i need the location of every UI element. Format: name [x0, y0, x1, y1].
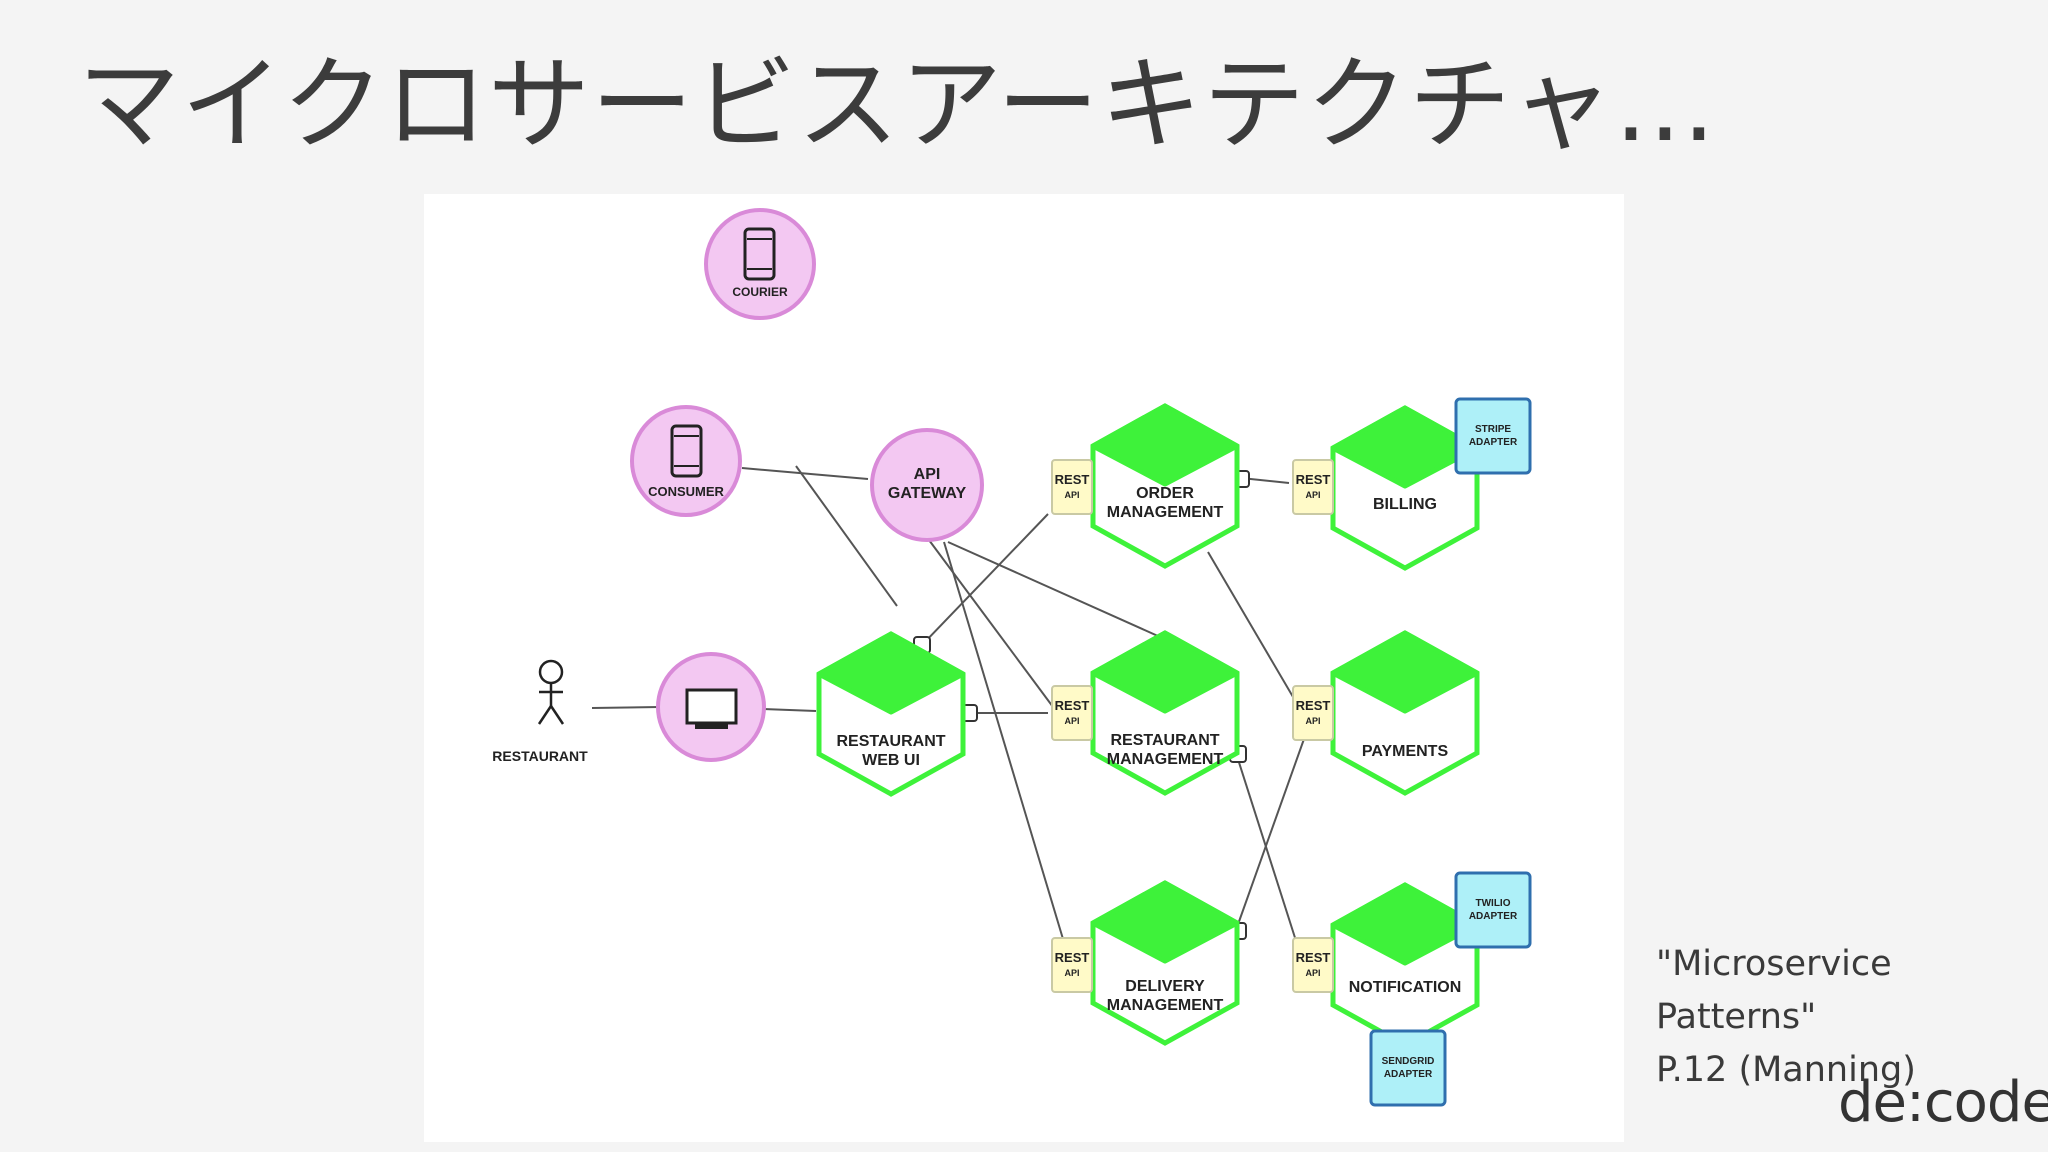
- restaurant-management-service: RESTAURANT MANAGEMENT: [1093, 633, 1237, 793]
- notification-service: NOTIFICATION: [1333, 885, 1477, 1045]
- svg-text:REST: REST: [1055, 950, 1090, 965]
- api-gateway-node: API GATEWAY: [870, 428, 984, 542]
- notification-label: NOTIFICATION: [1349, 979, 1462, 996]
- mobile-phone-icon: [743, 227, 776, 281]
- sendgrid-adapter: SENDGRID ADAPTER: [1369, 1029, 1447, 1107]
- restaurant-web-ui-label-2: WEB UI: [862, 752, 920, 769]
- delivery-management-label-2: MANAGEMENT: [1107, 997, 1224, 1014]
- delivery-management-label-1: DELIVERY: [1125, 978, 1205, 995]
- person-icon: [537, 659, 565, 725]
- payments-label: PAYMENTS: [1362, 743, 1449, 760]
- stripe-adapter: STRIPE ADAPTER: [1454, 397, 1532, 475]
- billing-label: BILLING: [1373, 496, 1437, 513]
- rest-api-box: REST API: [1051, 937, 1093, 993]
- svg-text:ADAPTER: ADAPTER: [1469, 437, 1518, 448]
- monitor-icon: [685, 688, 738, 729]
- restaurant-management-label-2: MANAGEMENT: [1107, 751, 1224, 768]
- citation-line-2: P.12 (Manning): [1656, 1050, 1916, 1090]
- svg-text:API: API: [1064, 968, 1079, 978]
- api-gateway-label-1: API: [914, 466, 941, 483]
- order-management-label-1: ORDER: [1136, 485, 1194, 502]
- order-management-service: ORDER MANAGEMENT: [1093, 406, 1237, 566]
- restaurant-web-client-node: [656, 652, 766, 762]
- rest-api-box: REST API: [1051, 685, 1093, 741]
- payments-service: PAYMENTS: [1333, 633, 1477, 793]
- delivery-management-service: DELIVERY MANAGEMENT: [1093, 883, 1237, 1043]
- courier-label: COURIER: [732, 285, 788, 299]
- svg-text:API: API: [1064, 490, 1079, 500]
- connector-lines: [591, 465, 1305, 945]
- svg-text:SENDGRID: SENDGRID: [1382, 1056, 1435, 1067]
- svg-text:REST: REST: [1296, 698, 1331, 713]
- svg-text:API: API: [1305, 968, 1320, 978]
- twilio-adapter: TWILIO ADAPTER: [1454, 871, 1532, 949]
- restaurant-management-label-1: RESTAURANT: [1110, 732, 1219, 749]
- rest-api-box: REST API: [1292, 937, 1334, 993]
- svg-text:TWILIO: TWILIO: [1476, 898, 1511, 909]
- svg-text:REST: REST: [1296, 472, 1331, 487]
- svg-text:REST: REST: [1055, 472, 1090, 487]
- citation-line-1: "Microservice Patterns": [1656, 944, 1892, 1037]
- brand-logo: de:code: [1838, 1070, 2048, 1135]
- order-management-label-2: MANAGEMENT: [1107, 504, 1224, 521]
- svg-text:API: API: [1305, 716, 1320, 726]
- svg-text:API: API: [1064, 716, 1079, 726]
- billing-service: BILLING: [1333, 408, 1477, 568]
- restaurant-actor: RESTAURANT: [492, 659, 588, 764]
- api-gateway-label-2: GATEWAY: [888, 485, 967, 502]
- svg-text:REST: REST: [1055, 698, 1090, 713]
- citation: "Microservice Patterns" P.12 (Manning): [1656, 938, 2048, 1097]
- rest-api-box: REST API: [1051, 459, 1093, 515]
- rest-api-box: REST API: [1292, 459, 1334, 515]
- consumer-node: CONSUMER: [630, 405, 742, 517]
- consumer-label: CONSUMER: [648, 484, 724, 499]
- architecture-diagram: COURIER CONSUMER API GATEWAY RESTAURANT: [424, 194, 1624, 1142]
- rest-api-box: REST API: [1292, 685, 1334, 741]
- restaurant-web-ui-label-1: RESTAURANT: [836, 733, 945, 750]
- svg-text:API: API: [1305, 490, 1320, 500]
- svg-text:ADAPTER: ADAPTER: [1469, 911, 1518, 922]
- restaurant-web-ui-service: RESTAURANT WEB UI: [819, 634, 963, 794]
- courier-node: COURIER: [704, 208, 816, 320]
- svg-text:ADAPTER: ADAPTER: [1384, 1069, 1433, 1080]
- restaurant-actor-label: RESTAURANT: [492, 748, 588, 764]
- svg-text:STRIPE: STRIPE: [1475, 424, 1511, 435]
- svg-text:REST: REST: [1296, 950, 1331, 965]
- mobile-phone-icon: [670, 424, 703, 478]
- slide-title: マイクロサービスアーキテクチャ…: [78, 46, 1717, 165]
